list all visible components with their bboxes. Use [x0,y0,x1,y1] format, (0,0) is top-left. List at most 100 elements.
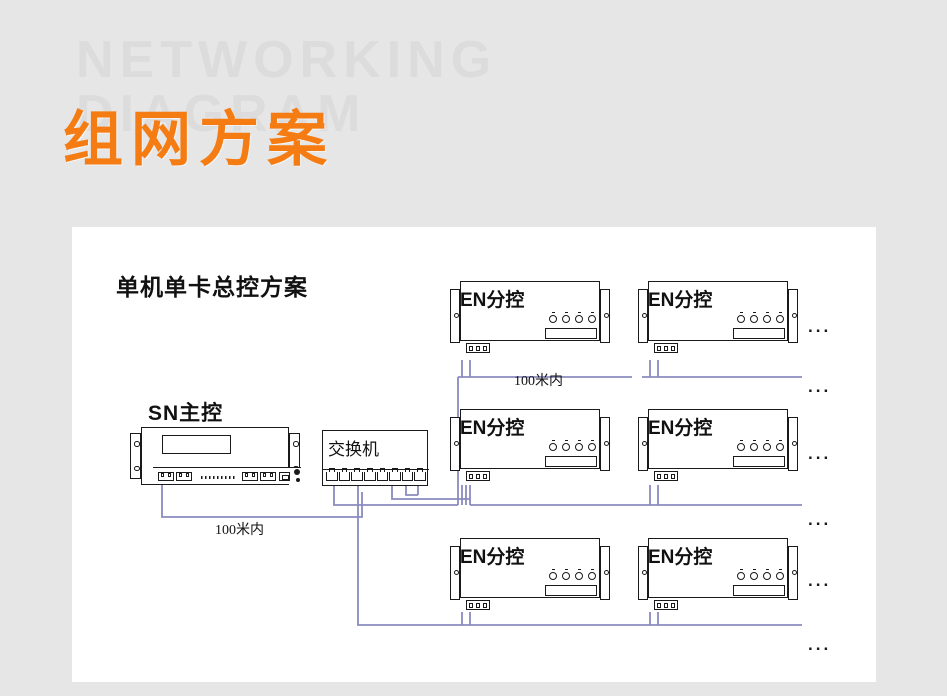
wire-switch-p6 [391,485,470,500]
switch-port-5[interactable] [376,468,389,481]
rack-ear-right-icon [788,417,798,471]
en-sub-controller-r3c1[interactable]: EN分控 [450,538,610,612]
sn-ethernet-port-3[interactable] [242,472,258,481]
ellipsis-row3-right: ... [808,571,832,590]
en-knob-1-icon[interactable] [549,440,557,451]
wire-switch-p7 [405,485,418,496]
en-knob-4-icon[interactable] [588,312,596,323]
en-sub-controller-r1c2[interactable]: EN分控 [638,281,798,355]
rack-ear-left-icon [638,289,648,343]
en-knob-4-icon[interactable] [588,569,596,580]
en-port-strip [460,468,600,483]
diagram-panel: 单机单卡总控方案 [72,227,876,682]
en-knob-1-icon[interactable] [737,440,745,451]
en-ethernet-port[interactable] [466,600,490,610]
wire-switch-p1 [333,485,458,506]
rack-ear-left-icon [638,546,648,600]
en-knob-2-icon[interactable] [750,312,758,323]
en-port-strip [460,597,600,612]
distance-label-switch-sub: 100米内 [514,374,563,389]
network-switch[interactable]: 交换机 [322,430,429,486]
en-knob-3-icon[interactable] [575,440,583,451]
switch-port-row [323,468,429,485]
en-port-strip [648,340,788,355]
en-sub-controller-r3c2[interactable]: EN分控 [638,538,798,612]
en-knob-1-icon[interactable] [549,312,557,323]
en-port-strip [648,468,788,483]
en-ethernet-port[interactable] [466,343,490,353]
en-knob-2-icon[interactable] [562,312,570,323]
en-port-strip [460,340,600,355]
sn-ethernet-port-1[interactable] [158,472,174,481]
en-knob-4-icon[interactable] [776,569,784,580]
en-sub-controller-label: EN分控 [460,418,525,439]
switch-port-3[interactable] [351,468,363,481]
rack-ear-left-icon [450,417,460,471]
page-title: 组网方案 [63,106,335,173]
sn-ethernet-port-4[interactable] [260,472,276,481]
en-knob-group [737,312,784,323]
en-knob-3-icon[interactable] [763,569,771,580]
rack-ear-right-icon [788,289,798,343]
en-port-strip [648,597,788,612]
sn-label-strip-icon [201,476,235,479]
en-ethernet-port[interactable] [466,471,490,481]
en-knob-2-icon[interactable] [750,440,758,451]
connection-wire-layer [161,360,802,626]
en-ethernet-port[interactable] [654,343,678,353]
master-controller-label: SN主控 [148,402,224,425]
wire-switch-to-row3 [357,485,462,626]
en-knob-3-icon[interactable] [763,312,771,323]
ellipsis-row2-below: ... [808,510,832,529]
en-sub-controller-label: EN分控 [648,290,713,311]
en-sub-controller-r2c2[interactable]: EN分控 [638,409,798,483]
en-knob-group [549,569,596,580]
en-ethernet-port[interactable] [654,600,678,610]
sn-indicator-led-large-icon [294,469,300,475]
en-knob-4-icon[interactable] [776,312,784,323]
sn-indicator-led-small-icon [295,478,300,482]
rack-ear-left-icon [130,433,141,479]
switch-port-1[interactable] [326,468,338,481]
rack-ear-left-icon [450,546,460,600]
switch-port-4[interactable] [363,468,376,481]
switch-port-2[interactable] [338,468,351,481]
watermark-text-line1: NETWORKING [76,31,498,89]
en-knob-4-icon[interactable] [776,440,784,451]
ellipsis-row2-right: ... [808,444,832,463]
en-knob-3-icon[interactable] [575,569,583,580]
switch-port-7[interactable] [401,468,414,481]
en-knob-1-icon[interactable] [737,569,745,580]
en-sub-controller-r1c1[interactable]: EN分控 [450,281,610,355]
en-knob-group [737,569,784,580]
en-knob-1-icon[interactable] [737,312,745,323]
en-sub-controller-label: EN分控 [460,547,525,568]
watermark-text-line2: DIAGRAM [76,85,367,143]
en-sub-controller-r2c1[interactable]: EN分控 [450,409,610,483]
rack-ear-right-icon [600,417,610,471]
en-knob-1-icon[interactable] [549,569,557,580]
sn-master-controller[interactable] [130,427,301,485]
en-knob-4-icon[interactable] [588,440,596,451]
en-knob-2-icon[interactable] [562,569,570,580]
diagram-subtitle: 单机单卡总控方案 [116,274,308,300]
en-sub-controller-label: EN分控 [648,418,713,439]
en-display-screen [545,328,597,339]
switch-port-6[interactable] [389,468,401,481]
sn-ethernet-port-2[interactable] [176,472,192,481]
en-knob-2-icon[interactable] [562,440,570,451]
en-knob-3-icon[interactable] [763,440,771,451]
sn-display-window [162,435,231,454]
en-sub-controller-label: EN分控 [648,547,713,568]
switch-port-8[interactable] [414,468,426,481]
switch-label: 交换机 [328,440,379,459]
en-knob-3-icon[interactable] [575,312,583,323]
en-display-screen [733,585,785,596]
en-ethernet-port[interactable] [654,471,678,481]
ellipsis-row1-right: ... [808,317,832,336]
rack-ear-right-icon [600,546,610,600]
en-knob-group [737,440,784,451]
distance-label-master-switch: 100米内 [215,523,264,538]
sn-power-port-icon[interactable] [279,472,290,481]
en-knob-2-icon[interactable] [750,569,758,580]
